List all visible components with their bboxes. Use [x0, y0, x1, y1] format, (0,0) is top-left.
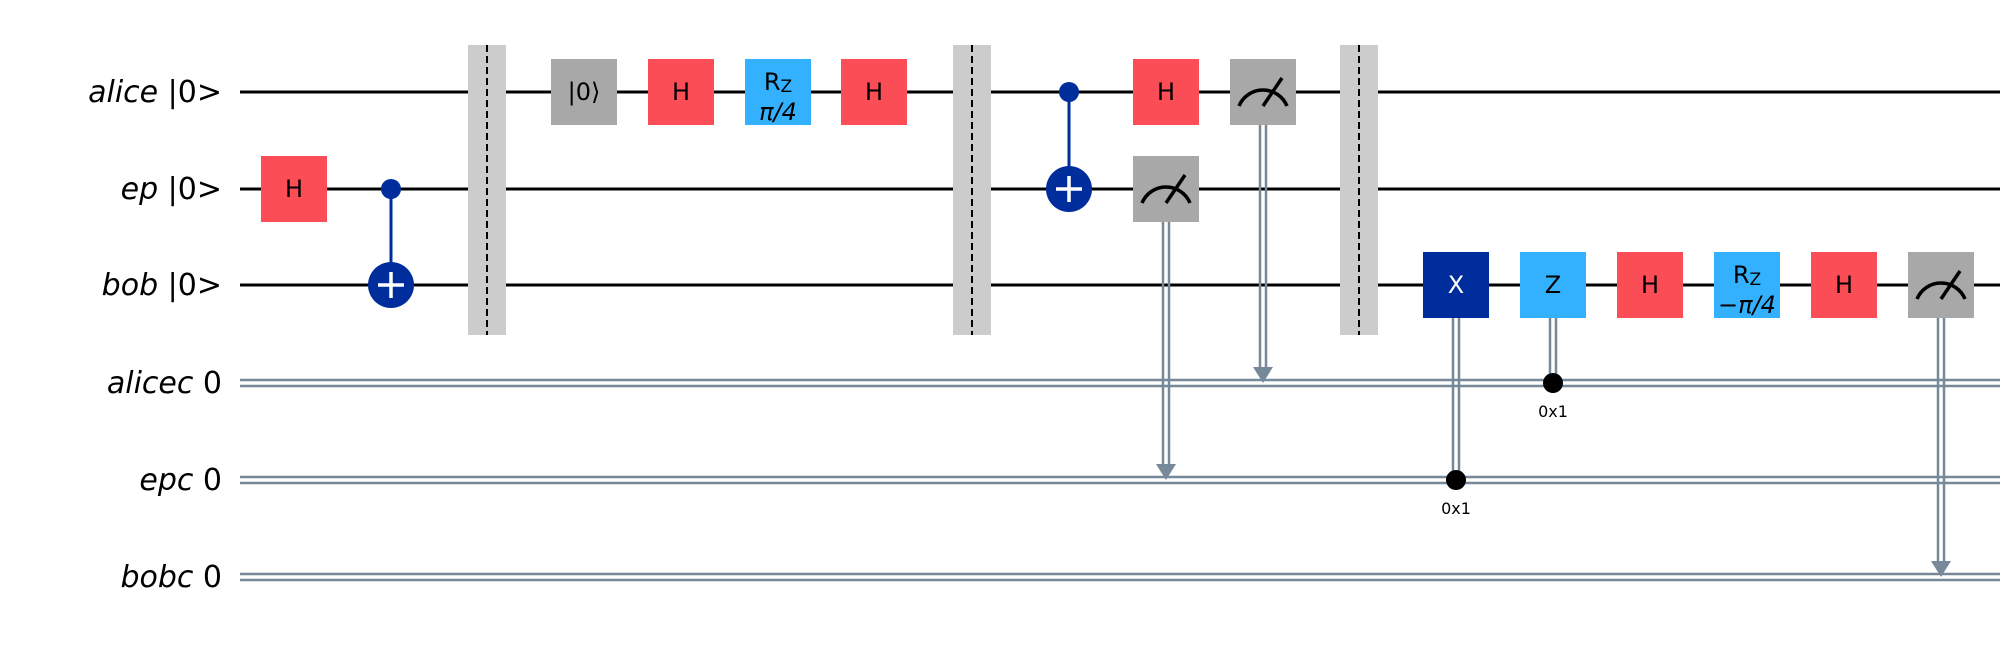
measure-ep-arrow-arrowhead: [1156, 464, 1176, 480]
h-bob-2-gate-label: H: [1835, 271, 1853, 299]
rz-bob-gate-label: RZ: [1733, 261, 1761, 290]
wire-init-epc: 0: [193, 463, 222, 498]
wire-init-bob: |0>: [158, 268, 222, 303]
h-ep-gate-label: H: [285, 175, 303, 203]
wire-label-bob: bob |0>: [102, 268, 222, 303]
x-bob-cond-label: 0x1: [1441, 499, 1471, 518]
wire-name-bobc: bobc: [120, 560, 193, 595]
z-bob-cond-label: 0x1: [1538, 402, 1568, 421]
rz-alice-gate-main: R: [764, 68, 781, 96]
x-bob-gate: [1423, 252, 1489, 318]
barrier-layer: [468, 45, 1378, 335]
wire-label-epc: epc 0: [139, 463, 222, 498]
cx-2-control-dot: [1059, 82, 1079, 102]
h-bob-1-gate: [1617, 252, 1683, 318]
h-alice-1-gate: [648, 59, 714, 125]
wire-init-bobc: 0: [193, 560, 222, 595]
measure-bob-arrow-arrowhead: [1931, 561, 1951, 577]
measure-alice-gate: [1230, 59, 1296, 125]
h-ep-gate: [261, 156, 327, 222]
h-alice-3-gate: [1133, 59, 1199, 125]
rz-alice-gate-label: RZ: [764, 68, 792, 97]
wire-name-alice: alice: [88, 75, 158, 110]
h-bob-2-gate: [1811, 252, 1877, 318]
connector-layer: [1156, 112, 1951, 577]
h-bob-1-gate-label: H: [1641, 271, 1659, 299]
measure-alice-meter-arc: [1237, 88, 1289, 107]
reset-alice-gate: [551, 59, 617, 125]
h-alice-1-gate-label: H: [672, 78, 690, 106]
reset-alice-gate-label: |0⟩: [568, 78, 601, 106]
wire-label-alicec: alicec 0: [107, 366, 222, 401]
rz-bob-gate: [1714, 252, 1780, 318]
wires-layer: [240, 90, 2000, 582]
rz-alice-gate-param: π/4: [759, 98, 797, 126]
wire-name-bob: bob: [102, 268, 158, 303]
wire-init-ep: |0>: [158, 172, 222, 207]
x-bob-cond-dot: [1446, 470, 1466, 490]
measure-bob-gate: [1908, 252, 1974, 318]
wire-name-epc: epc: [139, 463, 194, 498]
rz-bob-gate-main: R: [1733, 261, 1750, 289]
rz-bob-gate-param: −π/4: [1718, 291, 1776, 319]
h-alice-3-gate-label: H: [1157, 78, 1175, 106]
wire-init-alicec: 0: [193, 366, 222, 401]
h-alice-2-gate-label: H: [865, 78, 883, 106]
z-bob-gate: [1520, 252, 1586, 318]
h-alice-2-gate: [841, 59, 907, 125]
z-bob-cond-dot: [1543, 373, 1563, 393]
measure-ep-gate: [1133, 156, 1199, 222]
wire-label-bobc: bobc 0: [120, 560, 222, 595]
rz-alice-gate: [745, 59, 811, 125]
wire-init-alice: |0>: [158, 75, 222, 110]
wire-label-alice: alice |0>: [88, 75, 222, 110]
wire-name-alicec: alicec: [107, 366, 194, 401]
measure-bob-meter-arc: [1915, 281, 1967, 300]
rz-alice-gate-sub: Z: [781, 77, 793, 97]
z-bob-gate-label: Z: [1545, 271, 1561, 299]
cx-1-control-dot: [381, 179, 401, 199]
measure-alice-arrow-arrowhead: [1253, 367, 1273, 383]
measure-ep-meter-needle: [1164, 174, 1187, 204]
rz-bob-gate-sub: Z: [1750, 270, 1762, 290]
wire-name-ep: ep: [121, 172, 159, 207]
measure-bob-meter-needle: [1939, 270, 1962, 300]
wire-label-ep: ep |0>: [121, 172, 222, 207]
x-bob-gate-label: X: [1448, 271, 1464, 299]
measure-ep-meter-arc: [1140, 185, 1192, 204]
measure-alice-meter-needle: [1261, 77, 1284, 107]
